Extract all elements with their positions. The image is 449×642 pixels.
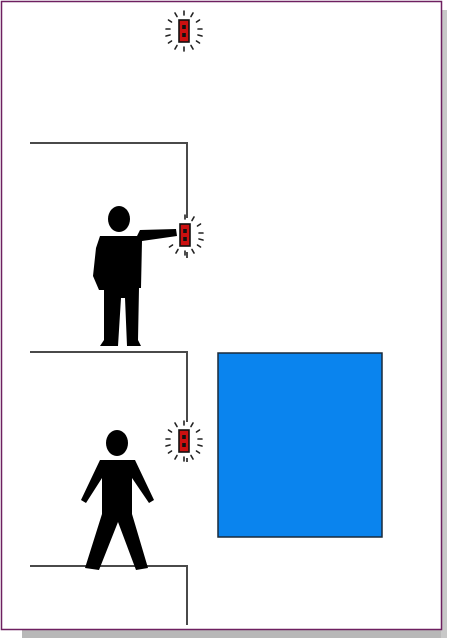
call-button-icon xyxy=(179,20,189,42)
call-button-indicator xyxy=(182,25,186,29)
call-button-indicator xyxy=(183,229,187,233)
call-button-indicator-2 xyxy=(182,33,186,37)
person-head xyxy=(106,430,128,456)
call-button-indicator-2 xyxy=(183,237,187,241)
person-head xyxy=(108,206,130,232)
frame-shadow xyxy=(22,630,447,638)
call-button-icon xyxy=(180,224,190,246)
call-button-indicator xyxy=(182,435,186,439)
call-button-icon xyxy=(179,430,189,452)
elevator-car-icon xyxy=(218,353,382,537)
call-button-indicator-2 xyxy=(182,443,186,447)
